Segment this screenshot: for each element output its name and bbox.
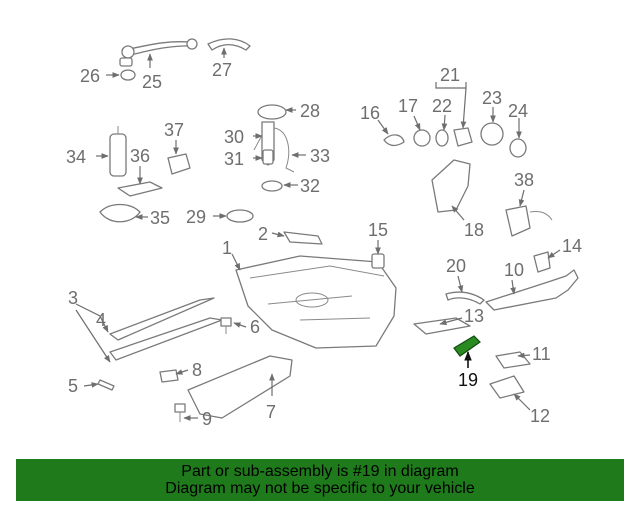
callout-7: 7	[266, 402, 276, 422]
callout-35: 35	[150, 208, 170, 228]
callout-27: 27	[212, 60, 232, 80]
callout-10: 10	[504, 260, 524, 280]
callout-2: 2	[258, 224, 268, 244]
callout-34: 34	[66, 147, 86, 167]
part-7-protector	[187, 355, 293, 419]
callout-21: 21	[440, 65, 460, 85]
callout-38: 38	[514, 170, 534, 190]
part-20-hose	[445, 291, 485, 305]
callout-28: 28	[300, 101, 320, 121]
callout-37: 37	[164, 120, 184, 140]
callout-5: 5	[68, 376, 78, 396]
callout-30: 30	[224, 127, 244, 147]
part-3-strap	[109, 317, 223, 361]
part-16-clamp	[383, 134, 405, 147]
callout-12: 12	[530, 406, 550, 426]
callout-18: 18	[464, 220, 484, 240]
callout-13: 13	[464, 306, 484, 326]
part-23-filler-cap	[480, 122, 504, 146]
callout-8: 8	[192, 360, 202, 380]
callout-9: 9	[202, 409, 212, 429]
part-35-retainer	[99, 203, 141, 223]
callout-26: 26	[80, 66, 100, 86]
part-29-ring	[226, 209, 254, 223]
callout-29: 29	[186, 207, 206, 227]
part-4-strap	[109, 297, 215, 341]
part-11-plate	[495, 351, 531, 369]
part-24-seal	[509, 138, 527, 158]
part-15-clip	[371, 253, 385, 269]
part-13-protector	[413, 317, 471, 335]
callout-36: 36	[130, 146, 150, 166]
banner-line-2: Diagram may not be specific to your vehi…	[165, 480, 475, 497]
callout-23: 23	[482, 88, 502, 108]
parts-diagram: 26 25 27 28 30 31 33 32 37 34 36 35 29 2…	[66, 38, 582, 429]
part-21-cap	[453, 127, 473, 147]
callout-6: 6	[250, 317, 260, 337]
part-37-bracket	[167, 153, 191, 175]
callout-15: 15	[368, 220, 388, 240]
part-36-filter	[117, 181, 163, 197]
callout-25: 25	[142, 72, 162, 92]
part-31-clip	[262, 149, 274, 165]
part-14-bracket	[533, 251, 551, 273]
callout-17: 17	[398, 96, 418, 116]
callout-31: 31	[224, 149, 244, 169]
part-34-fuel-pump	[109, 126, 127, 177]
part-2-plate	[283, 231, 323, 245]
part-22-ring	[435, 129, 449, 147]
part-30-sender-unit	[253, 121, 295, 173]
part-5-bolt	[97, 379, 115, 391]
callout-numbers: 26 25 27 28 30 31 33 32 37 34 36 35 29 2…	[66, 60, 582, 429]
callout-24: 24	[508, 101, 528, 121]
part-25-pipe	[119, 38, 198, 67]
part-26-grommet	[120, 69, 136, 81]
callout-16: 16	[360, 103, 380, 123]
leader-lines	[75, 47, 561, 421]
callout-14: 14	[562, 236, 582, 256]
callout-32: 32	[300, 176, 320, 196]
callout-4: 4	[96, 310, 106, 330]
part-18-housing	[431, 159, 471, 213]
part-8-clip	[159, 369, 179, 383]
callout-22: 22	[432, 96, 452, 116]
callout-20: 20	[446, 256, 466, 276]
part-32-gasket	[261, 180, 283, 192]
part-27-hose	[207, 38, 251, 51]
callout-11: 11	[532, 344, 551, 364]
part-19-highlighted-hose	[453, 335, 481, 357]
callout-3: 3	[68, 288, 78, 308]
part-6-bolt	[220, 317, 232, 334]
callout-19-highlighted: 19	[458, 370, 478, 390]
part-38-canister	[505, 205, 553, 237]
banner-line-1: Part or sub-assembly is #19 in diagram	[181, 463, 459, 480]
part-28-ring	[257, 104, 287, 120]
part-9-bolt	[174, 403, 186, 422]
part-17-gasket	[413, 129, 431, 147]
info-banner: Part or sub-assembly is #19 in diagram D…	[16, 459, 624, 501]
part-10-filler-pipe	[485, 269, 579, 311]
callout-1: 1	[222, 238, 232, 258]
callout-33: 33	[310, 146, 330, 166]
part-12-plate	[489, 375, 525, 399]
part-1-fuel-tank	[235, 255, 397, 349]
